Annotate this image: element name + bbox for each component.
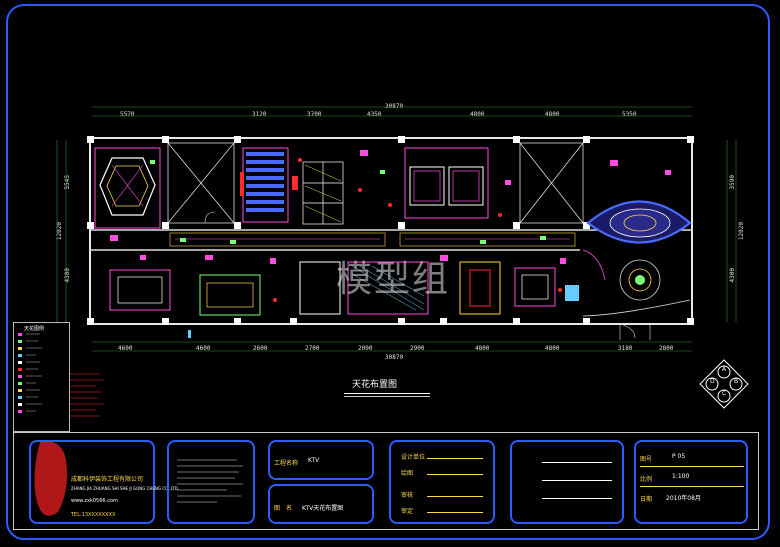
date-label: 日期 (640, 496, 653, 503)
dim-bottom-seg: 4600 (118, 345, 133, 352)
notes-text-lines (177, 459, 243, 503)
compass-label-d: D (710, 378, 715, 385)
dim-bottom-seg: 4800 (545, 345, 560, 352)
drawing-value: KTV天花布置图 (302, 505, 344, 512)
dim-top-total: 30870 (385, 103, 404, 110)
scale-value: 1:100 (672, 473, 690, 480)
dim-bottom-seg: 2700 (305, 345, 320, 352)
dim-top-seg: 3700 (307, 111, 322, 118)
company-name: 成都科伊装饰工程有限公司 (71, 476, 144, 483)
dim-bottom-seg: 2800 (659, 345, 674, 352)
scale-label: 比例 (640, 476, 653, 483)
signature-line (542, 462, 612, 463)
draw-line (427, 474, 483, 475)
scale-divider (640, 486, 744, 487)
compass-label-b: B (734, 378, 739, 385)
drawing-name-box: 图 名 KTV天花布置图 (268, 484, 374, 524)
signature-line (542, 480, 612, 481)
design-label: 设计单位 (401, 454, 426, 461)
approve-label: 审定 (401, 508, 414, 515)
title-block (13, 432, 759, 530)
project-label: 工程名称 (274, 460, 299, 467)
company-website: www.zxk0566.com (71, 498, 118, 504)
sheet-info-box: 图号 P 05 比例 1:100 日期 2010年08月 (634, 440, 748, 524)
dim-bottom-seg: 2600 (253, 345, 268, 352)
company-phone: TEL:13XXXXXXXX (71, 512, 116, 518)
sheet-divider (640, 466, 744, 467)
watermark-text: 模型组 (336, 259, 451, 300)
dim-top-seg: 4350 (367, 111, 382, 118)
drawing-label: 图 名 (274, 505, 293, 512)
plan-title-underline (344, 393, 430, 394)
drawing-frame (6, 4, 770, 540)
notes-box (167, 440, 255, 524)
signature-box (510, 440, 624, 524)
company-box: 成都科伊装饰工程有限公司 ZHANG JIA ZHUANG SHI SHE JI… (29, 440, 179, 524)
design-box: 设计单位 绘图 审核 审定 (389, 440, 495, 524)
dim-top-seg: 4800 (470, 111, 485, 118)
design-line (427, 458, 483, 459)
dim-top-seg: 3120 (252, 111, 267, 118)
approve-line (427, 512, 483, 513)
check-line (427, 496, 483, 497)
draw-label: 绘图 (401, 470, 414, 477)
dim-top-seg: 4800 (545, 111, 560, 118)
dim-bottom-total: 30870 (385, 354, 404, 361)
dim-top-seg: 5570 (120, 111, 135, 118)
dim-bottom-seg: 3180 (618, 345, 633, 352)
plan-title: 天花布置图 (352, 380, 398, 390)
sheet-value: P 05 (672, 453, 686, 460)
dim-bottom-seg: 2000 (358, 345, 373, 352)
dim-bottom-seg: 2900 (410, 345, 425, 352)
signature-line (542, 498, 612, 499)
sheet-label: 图号 (640, 456, 653, 463)
compass-label-c: C (722, 390, 727, 397)
dim-bottom-seg: 4800 (475, 345, 490, 352)
legend-title: 天花图例 (24, 326, 45, 332)
date-value: 2010年08月 (666, 495, 701, 502)
check-label: 审核 (401, 492, 414, 499)
dim-top-seg: 5350 (622, 111, 637, 118)
dim-bottom-seg: 4600 (196, 345, 211, 352)
company-name-en: ZHANG JIA ZHUANG SHI SHE JI GONG CHENG C… (71, 486, 180, 491)
project-box: 工程名称 KTV (268, 440, 374, 480)
plan-title-underline-2 (344, 396, 430, 397)
project-value: KTV (308, 457, 320, 464)
ceiling-legend: 天花图例 (13, 322, 70, 432)
compass-label-a: A (722, 366, 727, 373)
